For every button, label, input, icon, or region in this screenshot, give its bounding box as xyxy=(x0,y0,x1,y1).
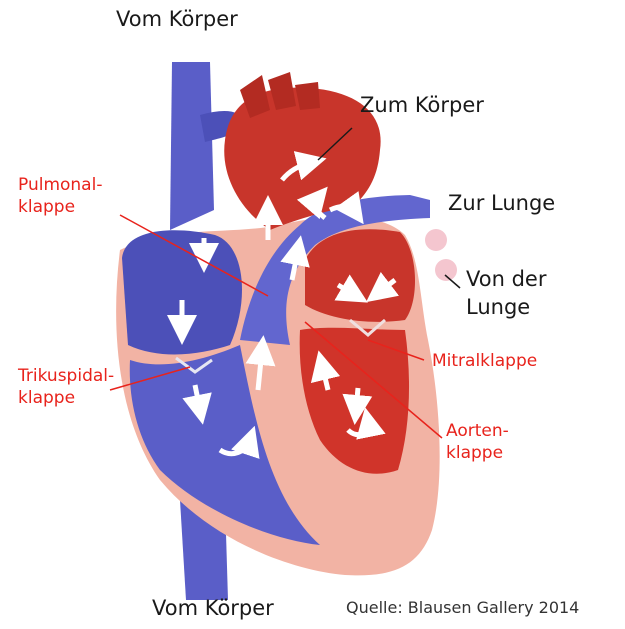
label-vom-koerper-top: Vom Körper xyxy=(116,6,238,34)
label-trikuspidalklappe: Trikuspidal- klappe xyxy=(18,365,114,410)
label-pulmonalklappe: Pulmonal- klappe xyxy=(18,174,102,219)
label-aortenklappe: Aorten- klappe xyxy=(446,420,509,465)
label-zum-koerper: Zum Körper xyxy=(360,92,484,120)
label-zur-lunge: Zur Lunge xyxy=(448,190,555,218)
superior-vena-cava xyxy=(170,62,214,230)
source-credit: Quelle: Blausen Gallery 2014 xyxy=(346,598,579,617)
label-vom-koerper-bottom: Vom Körper xyxy=(152,595,274,623)
pulmonary-vein-lower xyxy=(435,259,457,281)
pulmonary-vein-upper xyxy=(425,229,447,251)
label-mitralklappe: Mitralklappe xyxy=(432,350,537,372)
label-von-der-lunge: Von der Lunge xyxy=(466,266,546,321)
left-atrium xyxy=(305,229,415,322)
